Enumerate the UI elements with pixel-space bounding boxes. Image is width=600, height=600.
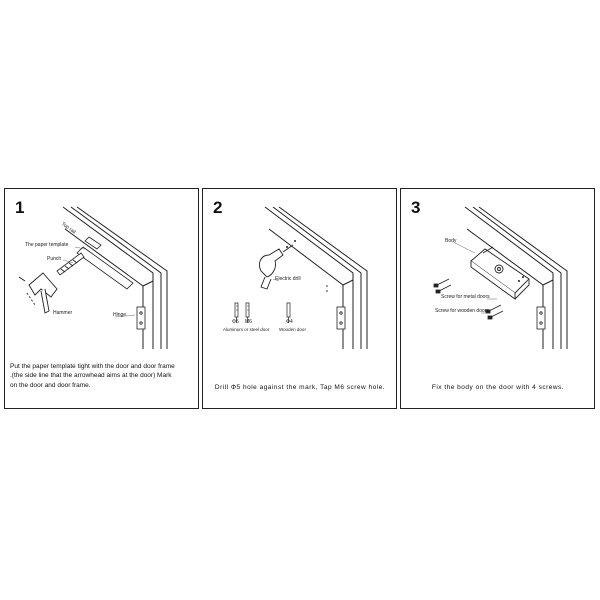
- step-1-caption-line: .(the side line that the arrowhead aims …: [10, 372, 172, 380]
- mark-dots: [286, 240, 328, 292]
- aluminum-door-label: Aluminum or steel door: [223, 327, 270, 332]
- electric-drill-label: Electric drill: [275, 276, 301, 282]
- phi4-label: Φ4: [286, 319, 293, 325]
- m6-label: M6: [245, 319, 252, 325]
- step-1-number: 1: [15, 198, 25, 217]
- step-1-illustration: [18, 206, 168, 349]
- screw-wooden-label: Screw for wooden doors: [435, 308, 489, 314]
- punch-tool: [56, 252, 85, 276]
- step-3-illustration: [433, 206, 568, 349]
- hinge-shape: [336, 306, 346, 330]
- paper-template-shape: [76, 236, 134, 290]
- electric-drill-shape: [258, 244, 294, 290]
- drill-bits: [234, 302, 291, 323]
- screws-wooden: [485, 304, 504, 320]
- step-2-number: 2: [213, 198, 223, 217]
- hinge-label: Hinge: [113, 312, 127, 318]
- step-3-caption: Fix the body on the door with 4 screws.: [431, 384, 565, 391]
- screws-metal: [433, 278, 452, 294]
- paper-template-label: The paper template: [25, 242, 69, 248]
- body-label: Body: [445, 238, 457, 244]
- step-2-caption: Drill Φ5 hole against the mark, Tap M6 s…: [214, 384, 386, 391]
- closer-body-shape: [470, 246, 530, 300]
- hammer-label: Hammer: [53, 310, 73, 316]
- hammer-tool: [18, 272, 58, 314]
- step-3-number: 3: [411, 198, 421, 217]
- step-2-panel: 2: [202, 188, 397, 409]
- punch-label: Punch: [47, 256, 62, 262]
- step-1-caption-line: on the door and door frame.: [10, 381, 91, 389]
- screw-metal-label: Screw for metal doors: [441, 294, 490, 300]
- phi5-label: Φ5: [232, 319, 239, 325]
- step-1-caption: Put the paper template tight with the do…: [10, 362, 194, 390]
- step-1-caption-line: Put the paper template tight with the do…: [10, 363, 175, 370]
- step-2-illustration: [234, 206, 368, 349]
- step-3-panel: 3: [400, 188, 595, 409]
- hinge-shape: [536, 306, 546, 330]
- step-1-panel: 1: [4, 188, 199, 409]
- wooden-door-label: Wooden door: [279, 327, 306, 332]
- hinge-shape: [136, 306, 146, 330]
